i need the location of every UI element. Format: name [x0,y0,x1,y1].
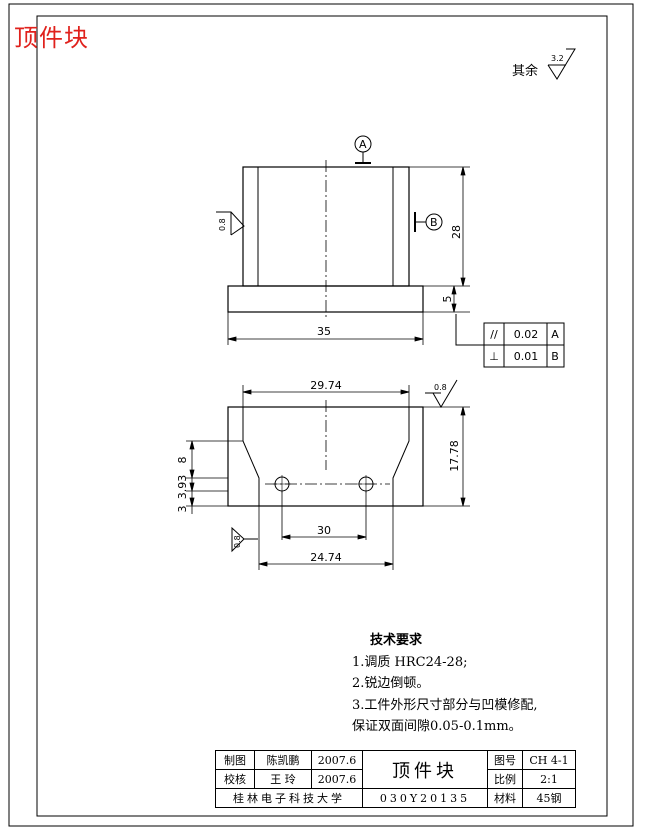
front-view [227,160,424,320]
svg-text:A: A [359,138,367,151]
front-base-outline [227,285,424,313]
dim-hole-spacing: 30 [317,524,331,537]
tb-checked-label: 校核 [215,769,255,789]
front-dimensions [227,166,470,345]
tb-material: 45钢 [522,788,576,808]
tol-symbol-perpendicular: ⊥ [489,350,499,363]
dim-left-upper: 8 [176,457,189,464]
dim-height-base: 5 [441,296,454,303]
tb-scale: 2:1 [522,769,576,789]
tech-requirements-heading: 技术要求 [370,633,423,648]
dim-height-body: 28 [450,225,463,239]
dim-top-height: 17.78 [448,440,461,472]
dim-bottom-width: 24.74 [310,551,342,564]
datum-a: A [354,135,372,164]
top-dimensions [186,385,470,570]
tb-checked-by: 王 玲 [254,769,312,789]
sheet-inner-border [36,15,608,817]
top-left-roughness: 0.8 [231,526,258,553]
tb-drawn-label: 制图 [215,750,255,770]
top-view [227,400,424,507]
sheet-title: 顶件块 [14,24,89,52]
svg-text:0.8: 0.8 [233,535,242,548]
tb-drawing-no-label: 图号 [487,750,523,770]
tb-scale-label: 比例 [487,769,523,789]
tb-material-label: 材料 [487,788,523,808]
tol-symbol-parallel: // [490,328,498,341]
tb-school: 桂林电子科技大学 [215,788,363,808]
top-outline [227,406,424,507]
tolerance-frames: // 0.02 A ⊥ 0.01 B [455,314,565,368]
tol-value-parallel: 0.02 [514,328,539,341]
tol-value-perpendicular: 0.01 [514,350,539,363]
dim-left-mid: 3.93 [176,475,189,500]
svg-text:其余: 其余 [512,63,538,79]
tech-requirement-item: 1.调质 HRC24-28; [352,654,468,670]
svg-text:B: B [430,216,438,229]
tol-datum-parallel: A [551,328,559,341]
tech-requirement-item: 2.锐边倒顿。 [352,676,430,691]
tb-checked-date: 2007.6 [311,769,363,789]
dim-top-width: 29.74 [310,379,342,392]
tb-drawn-by: 陈凯鹏 [254,750,312,770]
general-roughness: 其余 3.2 [512,48,576,80]
svg-text:3.2: 3.2 [551,54,564,63]
top-roughness: 0.8 [425,379,458,408]
svg-text:0.8: 0.8 [434,383,447,392]
title-block: 制图 陈凯鹏 2007.6 顶件块 图号 CH 4-1 校核 王 玲 2007.… [215,750,576,808]
tol-datum-perpendicular: B [551,350,559,363]
svg-text:0.8: 0.8 [218,218,227,231]
front-roughness: 0.8 [216,211,245,236]
tb-drawing-no: CH 4-1 [522,750,576,770]
tb-student-no: 030Y20135 [362,788,488,808]
tech-requirement-item: 3.工件外形尺寸部分与凹模修配, [352,697,538,713]
datum-b: B [414,212,443,232]
top-inner-profile [242,407,410,506]
dim-left-lower: 3 [176,506,189,513]
sheet-outer-border [8,3,634,827]
tb-part-name: 顶件块 [362,750,488,789]
tb-drawn-date: 2007.6 [311,750,363,770]
tech-requirement-item: 保证双面间隙0.05-0.1mm。 [352,719,522,734]
tech-requirements: 技术要求 1.调质 HRC24-28; 2.锐边倒顿。 3.工件外形尺寸部分与凹… [352,630,538,738]
dim-width-base: 35 [317,325,331,338]
